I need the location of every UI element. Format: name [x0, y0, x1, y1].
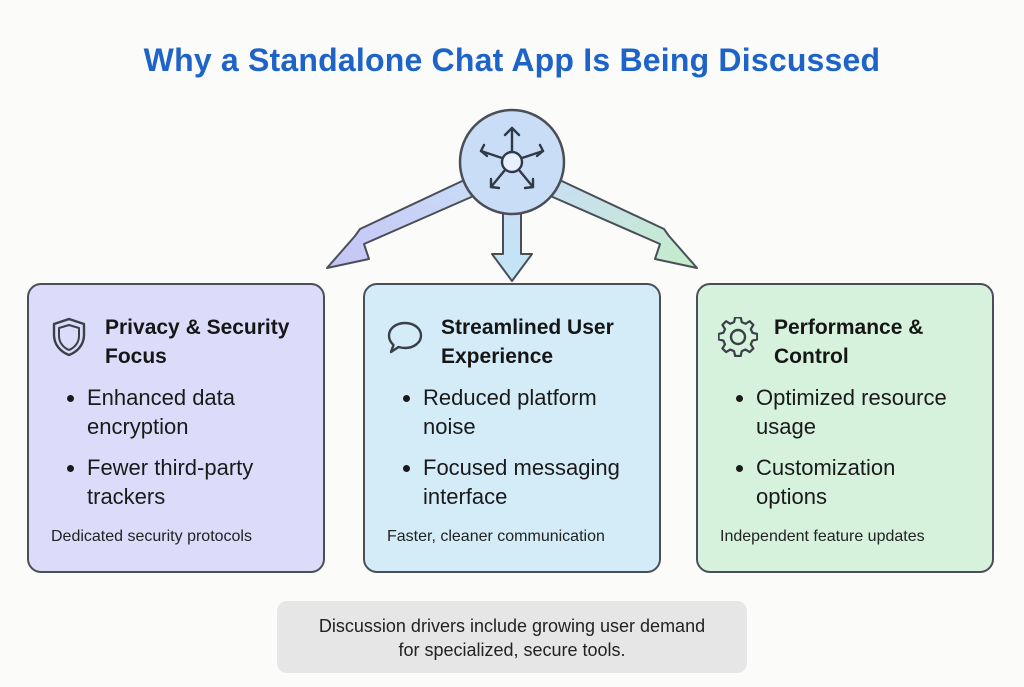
decentralized-arrows-icon	[458, 108, 566, 216]
chat-bubble-icon	[387, 321, 423, 354]
bottom-note: Discussion drivers include growing user …	[277, 601, 747, 673]
card-heading: Privacy & Security Focus	[105, 316, 290, 368]
connector-graphic	[326, 108, 698, 282]
arrow-to-privacy	[326, 174, 486, 269]
card-footnote: Independent feature updates	[720, 528, 925, 545]
card-footnote: Dedicated security protocols	[51, 528, 252, 545]
shield-icon	[52, 317, 86, 357]
card-performance-control: Performance & Control Optimized resource…	[696, 283, 994, 573]
card-heading: Streamlined User Experience	[441, 316, 614, 368]
card-heading: Performance & Control	[774, 316, 924, 368]
card-streamlined-ux: Streamlined User Experience Reduced plat…	[363, 283, 661, 573]
arrow-to-performance	[538, 174, 698, 269]
card-footnote: Faster, cleaner communication	[387, 528, 605, 545]
bottom-note-line: Discussion drivers include growing user …	[318, 616, 706, 636]
gear-icon	[718, 317, 758, 357]
arrow-to-ux	[491, 204, 533, 282]
bottom-note-line: for specialized, secure tools.	[398, 640, 626, 660]
page-title: Why a Standalone Chat App Is Being Discu…	[143, 42, 881, 78]
